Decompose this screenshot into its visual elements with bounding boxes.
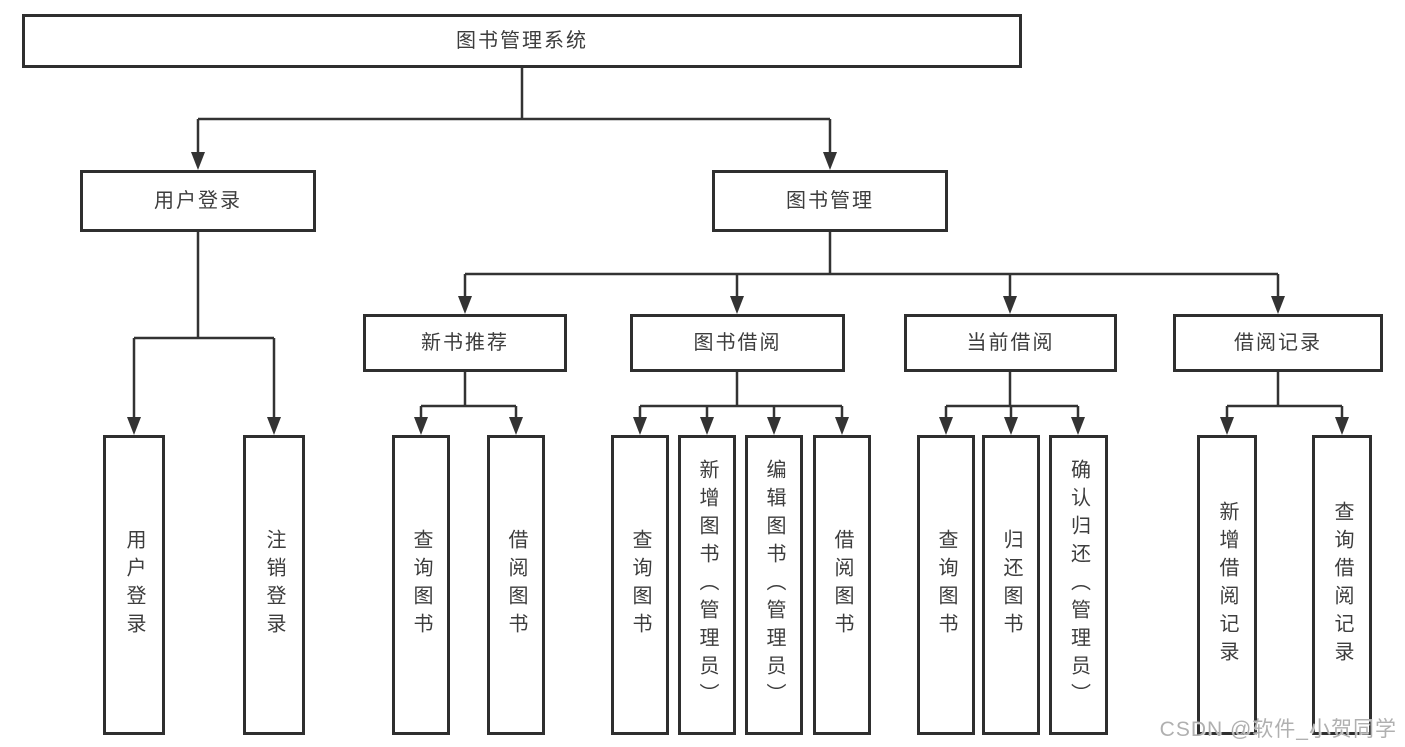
node-label: 查询图书	[935, 529, 957, 641]
leaf-borrow-books: 借阅图书	[813, 435, 871, 735]
leaf-add-books-admin: 新增图书（管理员）	[678, 435, 736, 735]
node-label: 借阅图书	[505, 529, 527, 641]
leaf-query-books-recommend: 查询图书	[392, 435, 450, 735]
leaf-edit-books-admin: 编辑图书（管理员）	[745, 435, 803, 735]
node-label: 确认归还（管理员）	[1067, 459, 1090, 711]
node-book-management: 图书管理	[712, 170, 948, 232]
node-label: 图书管理	[786, 190, 874, 212]
node-label: 用户登录	[154, 190, 242, 212]
node-label: 用户登录	[123, 529, 145, 641]
leaf-logout: 注销登录	[243, 435, 305, 735]
node-label: 图书管理系统	[456, 30, 588, 52]
node-user-login: 用户登录	[80, 170, 316, 232]
node-label: 查询图书	[629, 529, 651, 641]
leaf-query-borrow-record: 查询借阅记录	[1312, 435, 1372, 735]
node-label: 借阅记录	[1234, 332, 1322, 354]
leaf-query-books-borrow: 查询图书	[611, 435, 669, 735]
node-new-book-recommend: 新书推荐	[363, 314, 567, 372]
leaf-user-login-action: 用户登录	[103, 435, 165, 735]
node-root-system: 图书管理系统	[22, 14, 1022, 68]
node-label: 归还图书	[1000, 529, 1022, 641]
node-current-borrow: 当前借阅	[904, 314, 1117, 372]
node-label: 图书借阅	[693, 332, 782, 354]
node-label: 新增图书（管理员）	[696, 459, 718, 711]
node-book-borrow: 图书借阅	[630, 314, 845, 372]
node-borrow-records: 借阅记录	[1173, 314, 1383, 372]
node-label: 借阅图书	[831, 529, 853, 641]
node-label: 查询借阅记录	[1331, 501, 1353, 669]
leaf-return-books: 归还图书	[982, 435, 1040, 735]
arrowhead-icons	[127, 152, 1349, 435]
node-label: 编辑图书（管理员）	[763, 459, 785, 711]
node-label: 新增借阅记录	[1216, 501, 1238, 669]
leaf-borrow-books-recommend: 借阅图书	[487, 435, 545, 735]
node-label: 查询图书	[410, 529, 432, 641]
leaf-confirm-return-admin: 确认归还（管理员）	[1049, 435, 1108, 735]
node-label: 新书推荐	[421, 332, 509, 354]
leaf-query-books-current: 查询图书	[917, 435, 975, 735]
leaf-add-borrow-record: 新增借阅记录	[1197, 435, 1257, 735]
node-label: 注销登录	[263, 529, 285, 641]
node-label: 当前借阅	[966, 332, 1055, 354]
csdn-watermark: CSDN @软件_小贺同学	[1159, 718, 1397, 741]
